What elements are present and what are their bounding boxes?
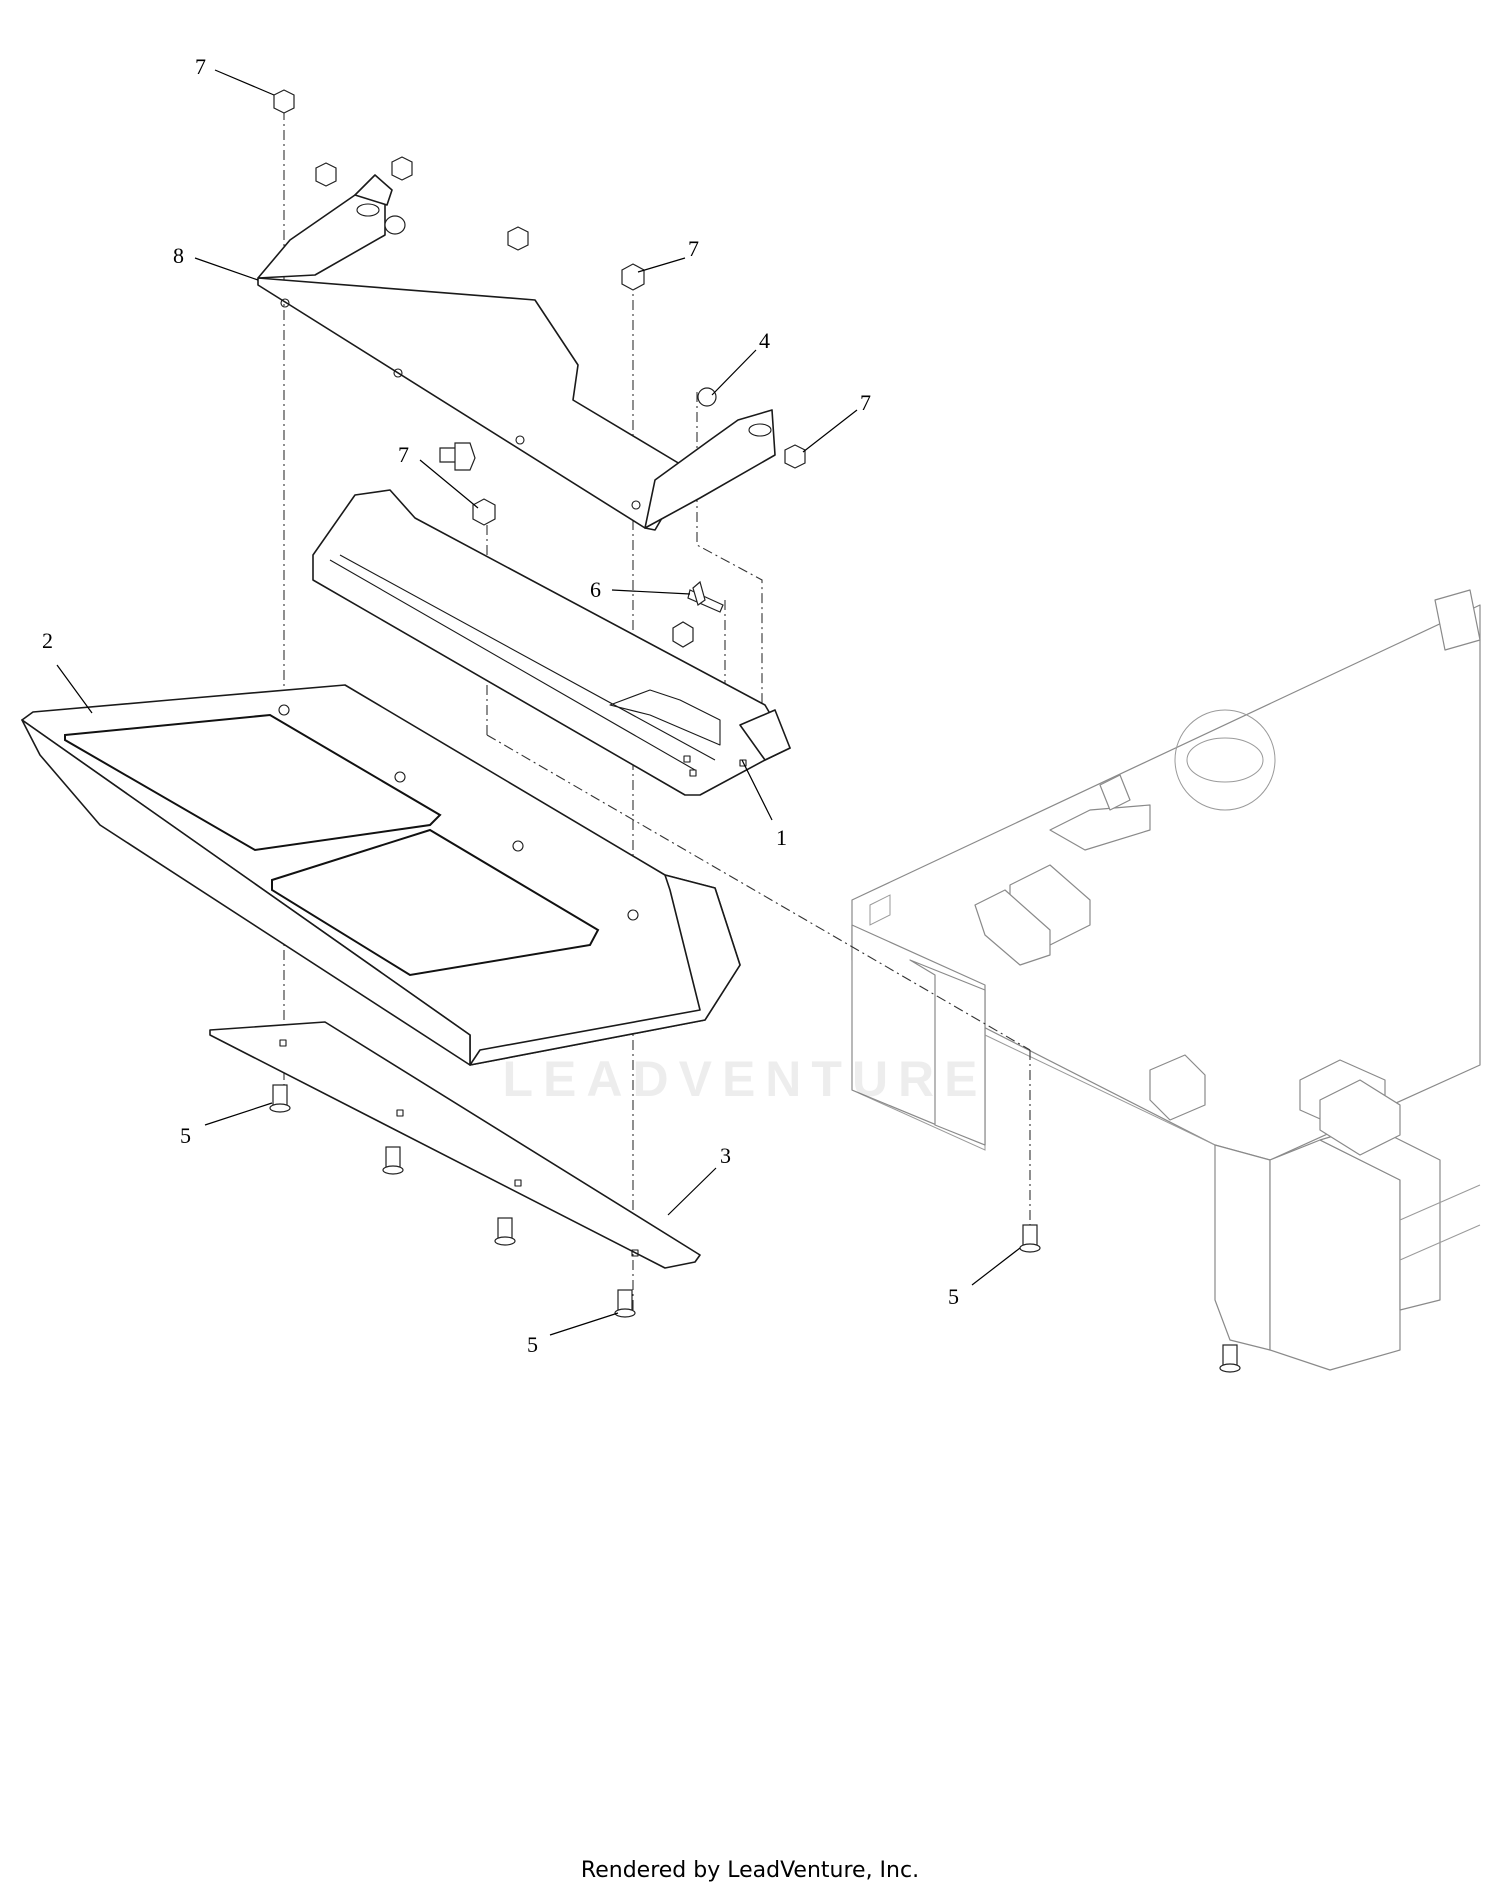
mower-frame bbox=[851, 589, 1481, 1371]
bolt-5a bbox=[269, 1084, 291, 1113]
callout-7-upper-right: 7 bbox=[688, 236, 699, 261]
part-8-bracket bbox=[257, 174, 776, 531]
callout-5-left: 5 bbox=[180, 1123, 191, 1148]
bolt-5c bbox=[494, 1217, 516, 1246]
callout-1: 1 bbox=[776, 825, 787, 850]
callout-8: 8 bbox=[173, 243, 184, 268]
callouts: 7 8 7 4 7 7 6 2 1 3 5 5 5 bbox=[42, 54, 1021, 1357]
bolt-5f bbox=[1219, 1344, 1241, 1373]
hardware-nuts-bolts bbox=[269, 89, 1241, 1373]
callout-2: 2 bbox=[42, 628, 53, 653]
part-1-channel bbox=[312, 489, 791, 796]
part-2-cover bbox=[21, 684, 741, 1066]
callout-7-mid: 7 bbox=[398, 442, 409, 467]
bolt-5d bbox=[614, 1289, 636, 1318]
callout-5-bottom: 5 bbox=[527, 1332, 538, 1357]
bolt-5b bbox=[382, 1146, 404, 1175]
callout-3: 3 bbox=[720, 1143, 731, 1168]
callout-7-top: 7 bbox=[195, 54, 206, 79]
part-3-plate bbox=[209, 1021, 701, 1269]
callout-4: 4 bbox=[759, 328, 770, 353]
bolt-5e bbox=[1019, 1224, 1041, 1253]
callout-6: 6 bbox=[590, 577, 601, 602]
watermark: LEADVENTURE bbox=[502, 1051, 988, 1107]
callout-5-right: 5 bbox=[948, 1284, 959, 1309]
callout-7-right: 7 bbox=[860, 390, 871, 415]
footer-credit: Rendered by LeadVenture, Inc. bbox=[580, 1858, 920, 1883]
